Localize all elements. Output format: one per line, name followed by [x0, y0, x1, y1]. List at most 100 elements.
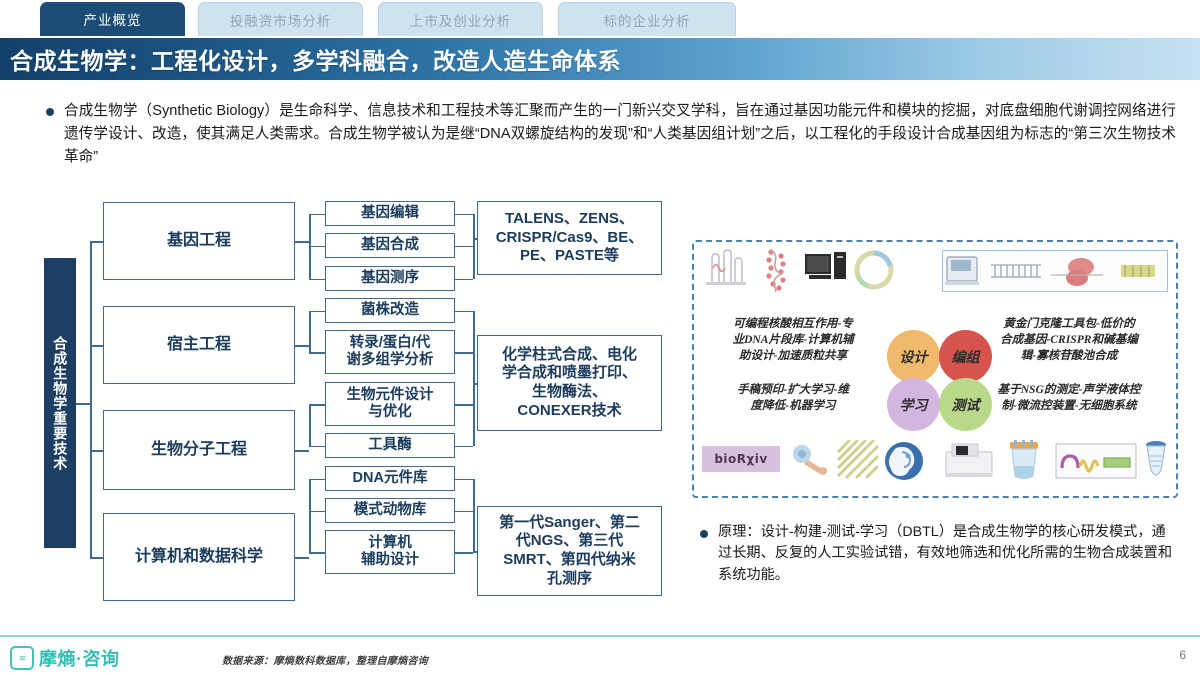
footer-divider: [0, 635, 1200, 637]
diagram-node-l1-0: 基因工程: [103, 202, 295, 280]
connector-line: [90, 450, 103, 452]
dbtl-cycle: 设计编组学习测试: [887, 330, 995, 434]
connector-line: [455, 278, 473, 281]
biorxiv-logo: bioRχiv: [702, 446, 780, 472]
connector-line: [309, 310, 311, 352]
connector-line: [455, 352, 473, 354]
logo-mark-icon: ≋: [10, 646, 34, 670]
computer-icon: [805, 252, 846, 279]
connector-line: [309, 478, 311, 552]
diagram-node-l2-9: 计算机辅助设计: [325, 530, 455, 574]
connector-line: [309, 510, 325, 513]
tab-3[interactable]: 标的企业分析: [558, 2, 736, 36]
sequencer-illustration-box: [942, 250, 1168, 292]
illustration-text-3: 基于NSG的测定-声学液体控制-微流控装置-无细胞系统: [997, 383, 1141, 412]
diagram-root-label: 合成生物学重要技术: [44, 258, 76, 548]
diagram-node-l2-7: DNA元件库: [325, 466, 455, 491]
ai-brain-head-icon: [885, 442, 923, 480]
dbtl-note-text: 原理：设计-构建-测试-学习（DBTL）是合成生物学的核心研发模式，通过长期、反…: [718, 524, 1173, 583]
plasmid-icon: [854, 250, 894, 290]
connector-line: [473, 478, 475, 552]
diagram-node-l1-2: 生物分子工程: [103, 410, 295, 490]
connector-line: [473, 238, 477, 240]
diagram-node-l2-6: 工具酶: [325, 433, 455, 458]
intro-paragraph: 合成生物学（Synthetic Biology）是生命科学、信息技术和工程技术等…: [46, 100, 1176, 168]
bioreactor-icon: [1010, 440, 1038, 480]
diagram-node-l2-1: 基因合成: [325, 233, 455, 258]
illustration-text-1: 黄金门克隆工具包-低价的合成基因-CRISPR和碱基编辑-寡核苷酸池合成: [1000, 317, 1138, 362]
dbtl-circle-2: 学习: [887, 378, 940, 431]
connector-line: [309, 245, 325, 248]
connector-line: [473, 213, 475, 279]
dbtl-circle-1: 编组: [939, 330, 992, 383]
diagram-node-l2-5: 生物元件设计与优化: [325, 382, 455, 426]
connector-line: [295, 557, 309, 559]
slide-title-bar: 合成生物学：工程化设计，多学科融合，改造人造生命体系: [0, 38, 1200, 80]
connector-line: [455, 245, 473, 248]
sequencer-machine-icon: [945, 256, 1155, 286]
page-number: 6: [1179, 648, 1186, 662]
connector-line: [455, 404, 473, 406]
connector-line: [455, 478, 473, 481]
pipette-robot-icon: [793, 445, 827, 475]
technology-tree-diagram: 合成生物学重要技术 基因工程宿主工程生物分子工程计算机和数据科学 基因编辑基因合成…: [0, 190, 690, 615]
diagram-node-l2-3: 菌株改造: [325, 298, 455, 323]
connector-line: [76, 403, 90, 405]
connector-line: [295, 345, 309, 347]
illustration-icon-row-top: [694, 246, 1176, 298]
connector-line: [309, 445, 325, 448]
tab-1[interactable]: 投融资市场分析: [198, 2, 363, 36]
page-title: 合成生物学：工程化设计，多学科融合，改造人造生命体系: [10, 48, 621, 74]
connector-line: [309, 278, 325, 281]
tab-2[interactable]: 上市及创业分析: [378, 2, 543, 36]
test-tubes-icon: [706, 249, 746, 285]
connector-line: [473, 551, 477, 553]
connector-line: [309, 310, 325, 313]
illustration-text-0: 可编程核酸相互作用-专业DNA片段库-计算机辅助设计-加速质粒共享: [732, 317, 854, 362]
connector-line: [455, 213, 473, 216]
connector-line: [295, 241, 309, 243]
connector-line: [309, 478, 325, 481]
diagram-node-l2-0: 基因编辑: [325, 201, 455, 226]
connector-line: [90, 345, 103, 347]
microarray-icon: [836, 440, 880, 480]
tab-0[interactable]: 产业概览: [40, 2, 185, 36]
connector-line: [309, 213, 325, 216]
intro-paragraph-text: 合成生物学（Synthetic Biology）是生命科学、信息技术和工程技术等…: [64, 103, 1176, 165]
connector-line: [309, 404, 325, 406]
connector-line: [90, 557, 103, 559]
connector-line: [455, 310, 473, 313]
connector-line: [473, 310, 475, 446]
diagram-node-l1-3: 计算机和数据科学: [103, 513, 295, 601]
illustration-icon-row-bottom: bioRχiv: [694, 438, 1176, 490]
connector-line: [90, 241, 103, 243]
diagram-node-l2-4: 转录/蛋白/代谢多组学分析: [325, 330, 455, 374]
connector-line: [455, 552, 473, 554]
connector-line: [90, 241, 92, 557]
bullet-dot-icon: [46, 108, 54, 116]
logo-text: 摩熵·咨询: [39, 649, 120, 669]
dbtl-note: 原理：设计-构建-测试-学习（DBTL）是合成生物学的核心研发模式，通过长期、反…: [700, 522, 1178, 586]
dbtl-illustration-panel: 可编程核酸相互作用-专业DNA片段库-计算机辅助设计-加速质粒共享 黄金门克隆工具…: [692, 240, 1178, 498]
dbtl-circle-3: 测试: [939, 378, 992, 431]
diagram-node-l3-1: 化学柱式合成、电化学合成和喷墨打印、生物酶法、CONEXER技术: [477, 335, 662, 431]
connector-line: [473, 383, 477, 385]
connector-line: [295, 450, 309, 452]
illustration-text-2: 手稿预印-扩大学习-维度降低-机器学习: [736, 383, 850, 412]
gene-circuit-icon: [1055, 443, 1137, 479]
brand-logo: ≋ 摩熵·咨询: [10, 645, 120, 671]
microtube-icon: [1146, 441, 1166, 476]
diagram-node-l2-2: 基因测序: [325, 266, 455, 291]
diagram-node-l1-1: 宿主工程: [103, 306, 295, 384]
connector-line: [455, 510, 473, 513]
dbtl-circle-0: 设计: [887, 330, 940, 383]
source-note: 数据来源：摩熵数科数据库，整理自摩熵咨询: [222, 656, 428, 667]
connector-line: [309, 404, 311, 446]
lab-instrument-icon: [945, 443, 993, 477]
connector-line: [309, 352, 325, 354]
diagram-node-l2-8: 模式动物库: [325, 498, 455, 523]
connector-line: [309, 552, 325, 554]
dna-helix-icon: [766, 249, 786, 293]
